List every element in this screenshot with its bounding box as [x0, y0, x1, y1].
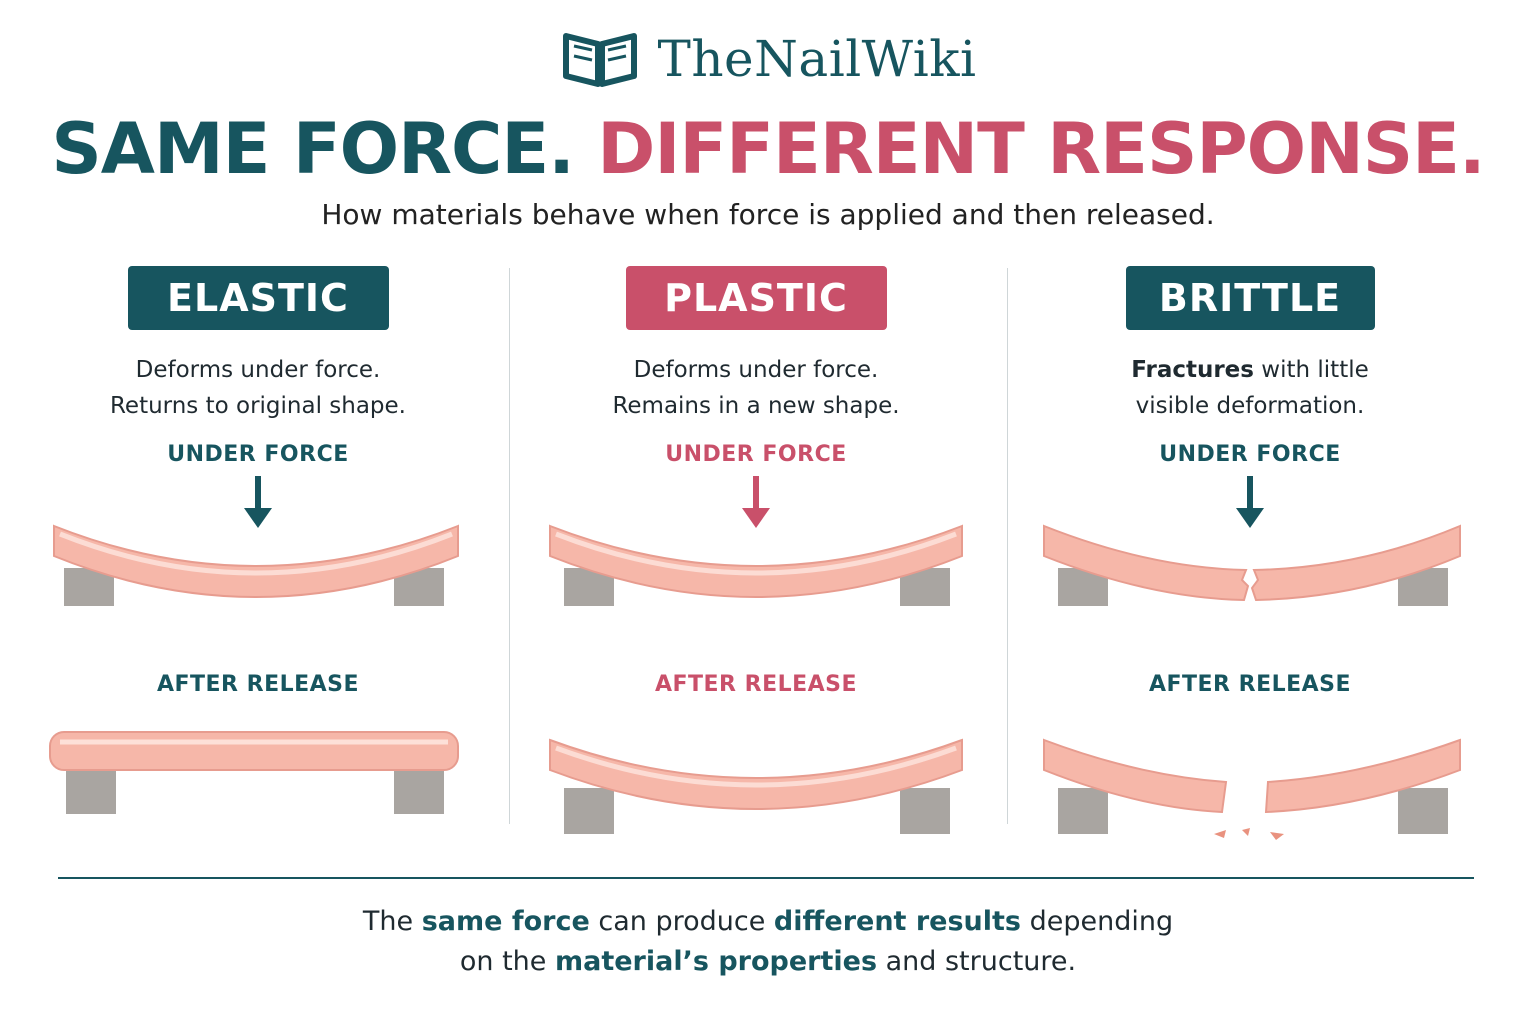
- column-divider: [1007, 268, 1008, 824]
- footer-emphasis: same force: [421, 906, 590, 937]
- label-after-release: AFTER RELEASE: [654, 672, 858, 697]
- bent-bar: [549, 524, 963, 598]
- figure-brittle-under-force: [1043, 476, 1461, 606]
- bent-bar: [53, 524, 459, 598]
- footer-text: on the: [459, 946, 555, 977]
- bar-fragment-right: [1250, 524, 1461, 602]
- title-part-2: DIFFERENT RESPONSE.: [597, 108, 1485, 190]
- shard: [1270, 832, 1284, 840]
- label-after-release: AFTER RELEASE: [1148, 672, 1352, 697]
- desc-line-1: Deforms under force.: [135, 357, 381, 383]
- footer-text: can produce: [589, 906, 774, 937]
- brand-header: TheNailWiki: [0, 28, 1536, 90]
- support-block: [1398, 788, 1448, 834]
- support-block: [900, 788, 950, 834]
- down-arrow-icon: [1236, 508, 1264, 528]
- label-under-force: UNDER FORCE: [665, 442, 847, 467]
- page-title: SAME FORCE. DIFFERENT RESPONSE.: [0, 108, 1536, 190]
- open-book-icon: [562, 33, 637, 87]
- desc-line-2: Returns to original shape.: [109, 393, 406, 419]
- column-plastic: PLASTIC Deforms under force. Remains in …: [506, 266, 1006, 834]
- description-brittle: Fractures with little visible deformatio…: [1000, 352, 1500, 424]
- title-part-1: SAME FORCE.: [51, 108, 574, 190]
- tag-elastic: ELASTIC: [127, 266, 389, 330]
- bar-fragment-right: [1264, 738, 1461, 814]
- label-after-release: AFTER RELEASE: [156, 672, 360, 697]
- tag-plastic: PLASTIC: [625, 266, 887, 330]
- straight-bar: [49, 731, 459, 771]
- desc-line-2: visible deformation.: [1135, 393, 1365, 419]
- shard: [1242, 828, 1250, 836]
- label-under-force: UNDER FORCE: [1159, 442, 1341, 467]
- bar-fragment-left: [1043, 738, 1228, 814]
- column-brittle: BRITTLE Fractures with little visible de…: [1000, 266, 1500, 840]
- desc-line-1: Deforms under force.: [633, 357, 879, 383]
- down-arrow-icon: [244, 508, 272, 528]
- column-divider: [509, 268, 510, 824]
- desc-line-2: Remains in a new shape.: [612, 393, 900, 419]
- desc-line-1: Fractures with little: [1000, 352, 1500, 388]
- deformed-bar: [549, 738, 963, 810]
- support-block: [394, 768, 444, 814]
- footer-line-2: on the material’s properties and structu…: [0, 942, 1536, 982]
- shard: [1214, 830, 1226, 838]
- tag-brittle: BRITTLE: [1125, 266, 1375, 330]
- description-elastic: Deforms under force. Returns to original…: [8, 352, 508, 424]
- desc-bold: Fractures: [1131, 357, 1254, 383]
- figure-plastic-under-force: [549, 476, 963, 606]
- footer-emphasis: different results: [773, 906, 1021, 937]
- figure-plastic-after-release: [549, 738, 963, 834]
- support-block: [564, 788, 614, 834]
- figure-elastic-under-force: [53, 476, 459, 606]
- brand-name: TheNailWiki: [657, 30, 977, 88]
- subtitle: How materials behave when force is appli…: [321, 198, 1215, 231]
- figure-brittle-after-release: [1043, 738, 1461, 840]
- bar-fragment-left: [1043, 524, 1250, 602]
- footer-line-1: The same force can produce different res…: [0, 902, 1536, 942]
- label-under-force: UNDER FORCE: [167, 442, 349, 467]
- column-elastic: ELASTIC Deforms under force. Returns to …: [8, 266, 508, 814]
- description-plastic: Deforms under force. Remains in a new sh…: [506, 352, 1006, 424]
- footer-text: The: [362, 906, 422, 937]
- footer-text: and structure.: [877, 946, 1077, 977]
- support-block: [66, 768, 116, 814]
- footer-divider: [58, 877, 1474, 879]
- support-block: [1058, 788, 1108, 834]
- footer-emphasis: material’s properties: [554, 946, 878, 977]
- desc-rest: with little: [1253, 357, 1369, 383]
- down-arrow-icon: [742, 508, 770, 528]
- footer-caption: The same force can produce different res…: [0, 902, 1536, 982]
- figure-elastic-after-release: [49, 731, 459, 814]
- footer-text: depending: [1021, 906, 1174, 937]
